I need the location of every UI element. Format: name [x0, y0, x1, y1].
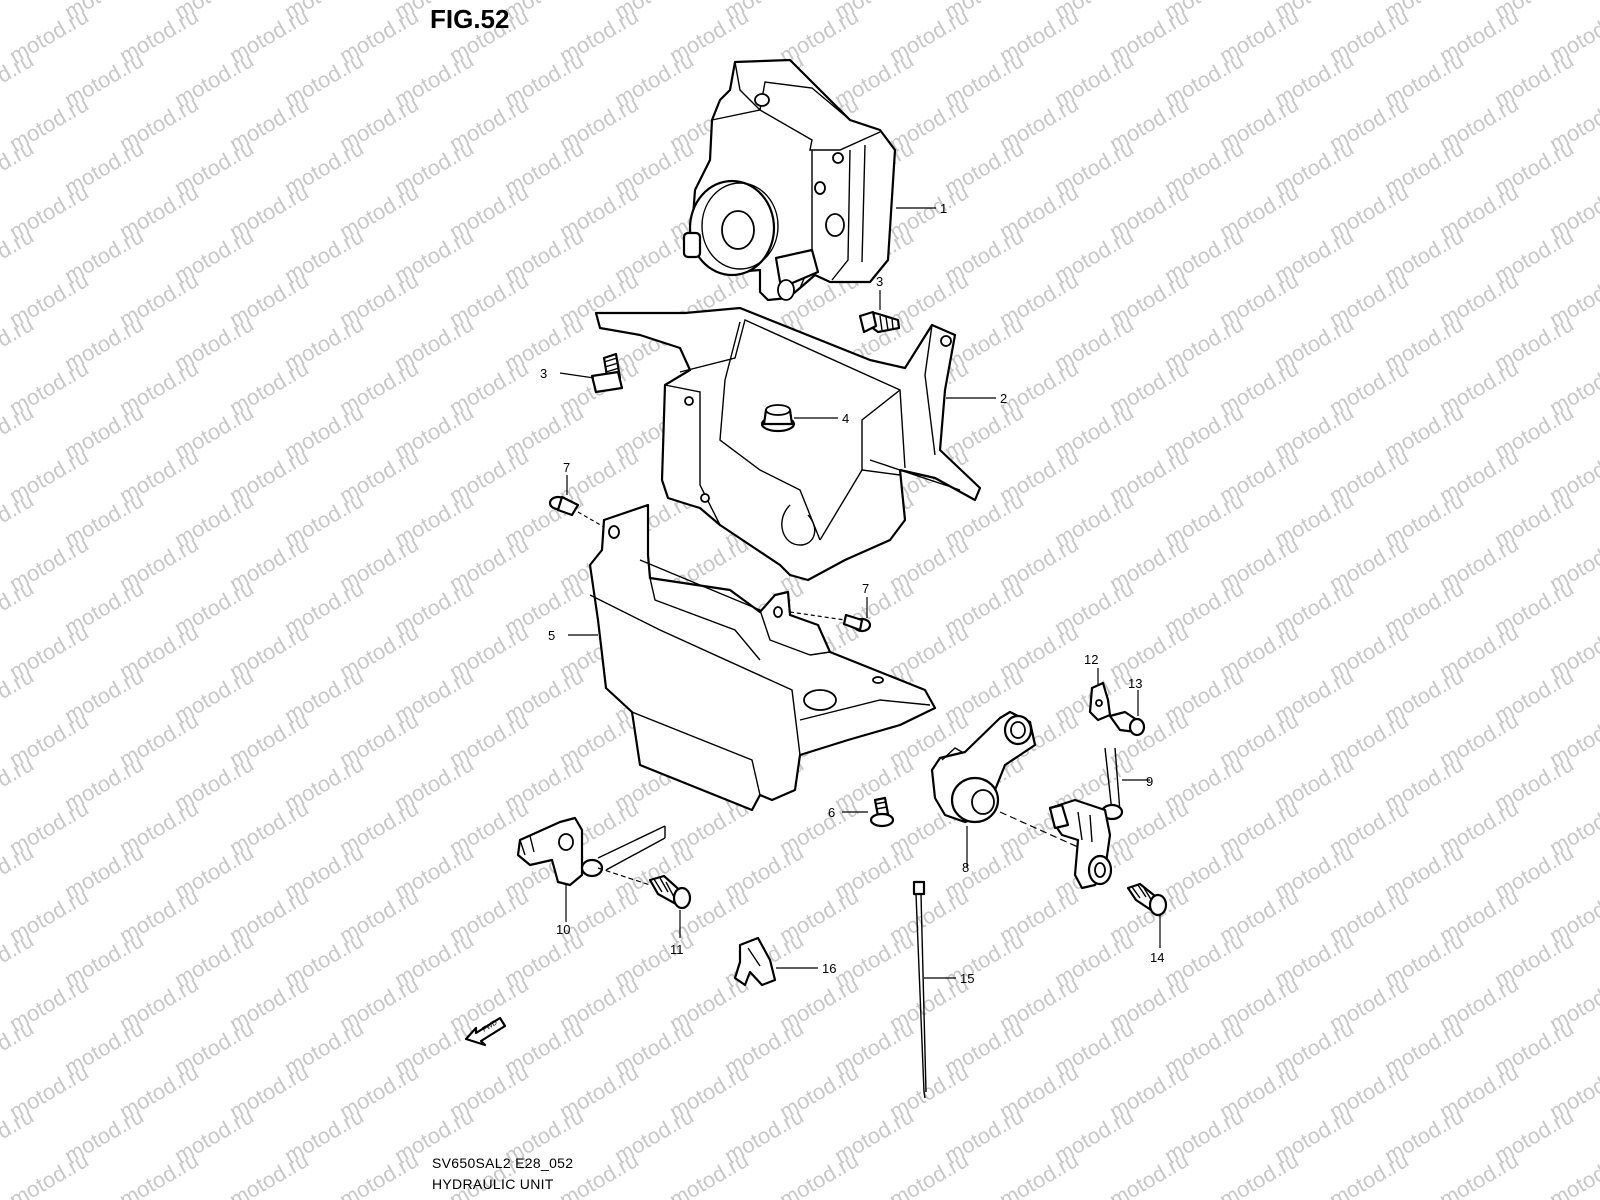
- screw-left-part: [548, 495, 580, 517]
- wheel-speed-sensor-left-part: [516, 816, 666, 887]
- callout-13: 15: [960, 971, 974, 986]
- callout-2: 2: [1000, 391, 1007, 406]
- callout-12: 11: [670, 942, 684, 957]
- screw-small-part: [869, 796, 895, 828]
- callout-3-left: 3: [540, 366, 547, 381]
- figure-title: FIG.52: [430, 4, 510, 34]
- section-name: HYDRAULIC UNIT: [432, 1176, 554, 1192]
- callout-7-left: 7: [563, 460, 570, 475]
- screw-right-part: [842, 613, 872, 633]
- model-code: SV650SAL2 E28_052: [432, 1155, 574, 1171]
- bolt-upper-right-part: [858, 310, 901, 334]
- sensor-bolt-right-part: [1126, 882, 1168, 917]
- callout-8: 9: [1146, 774, 1153, 789]
- wheel-speed-sensor-right-part: [1048, 747, 1124, 890]
- sensor-bolt-left-part: [648, 874, 692, 910]
- callout-4: 4: [842, 411, 849, 426]
- callout-7-right: 7: [862, 581, 869, 596]
- callout-15: 13: [1128, 676, 1142, 691]
- callout-16: 16: [822, 961, 836, 976]
- callout-9: 8: [962, 860, 969, 875]
- hydraulic-unit-part: [682, 58, 897, 302]
- sensor-rotor-part: [930, 710, 1037, 824]
- wire-clamp-part: [733, 936, 777, 987]
- callout-1: 1: [940, 201, 947, 216]
- callout-10: 14: [1150, 950, 1164, 965]
- bolt-small-part: [1108, 710, 1146, 737]
- callout-11: 10: [556, 922, 570, 937]
- callout-3-upper: 3: [876, 274, 883, 289]
- callout-14: 12: [1084, 652, 1098, 667]
- clamp-plate-part: [1088, 681, 1112, 722]
- callout-6: 6: [828, 805, 835, 820]
- forward-direction-arrow-icon: [464, 1016, 507, 1047]
- bolt-left-part: [590, 352, 624, 394]
- grommet-part: [760, 404, 796, 433]
- callout-5: 5: [548, 628, 555, 643]
- bracket-part: [594, 306, 982, 582]
- cable-tie-part: [912, 880, 927, 1099]
- lower-cover-part: [588, 503, 937, 812]
